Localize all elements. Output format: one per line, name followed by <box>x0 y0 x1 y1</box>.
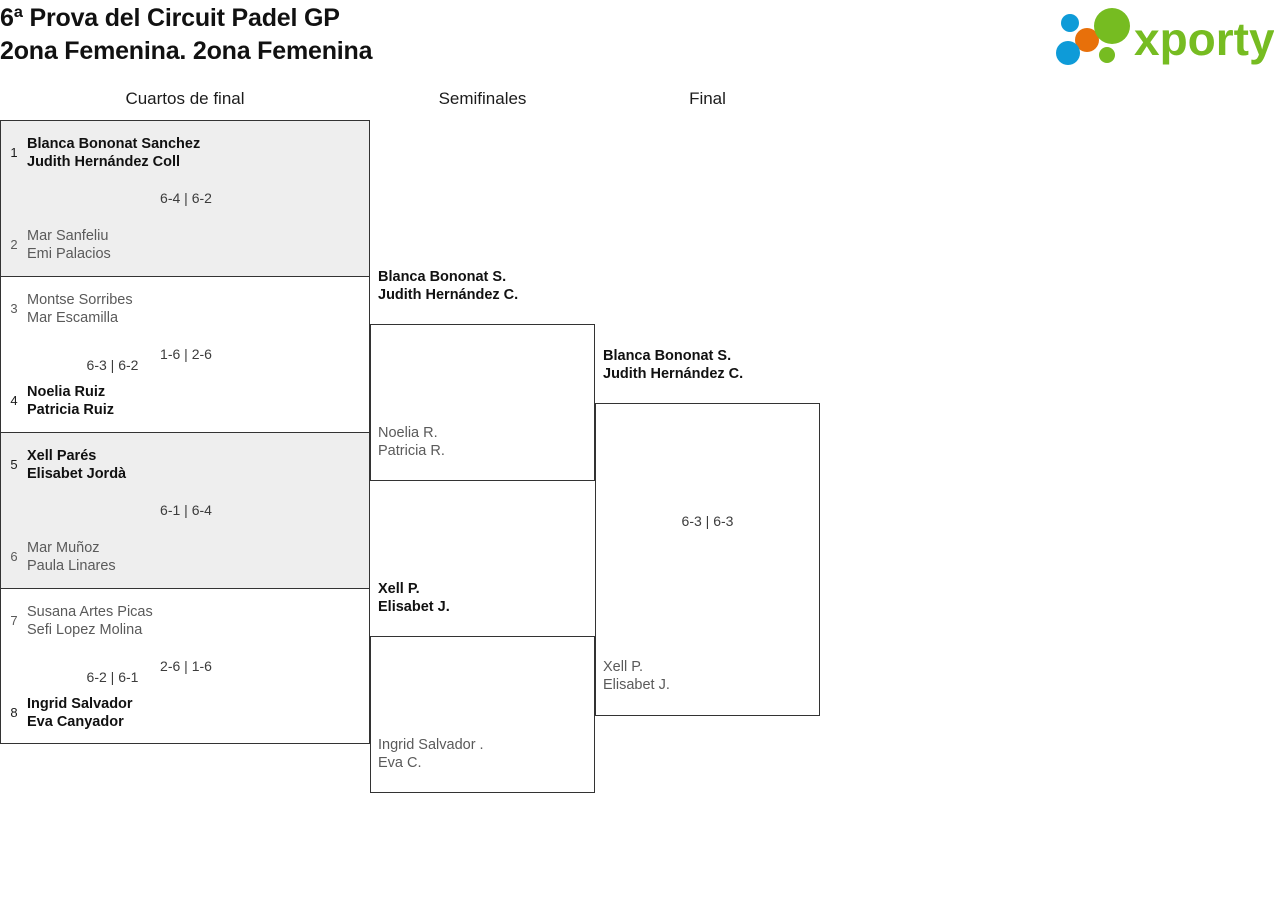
match-slot-seed-4[interactable]: 4 Noelia Ruiz Patricia Ruiz <box>1 375 371 427</box>
match-quarterfinal-2[interactable]: 3 Montse Sorribes Mar Escamilla 1-6 | 2-… <box>0 276 370 432</box>
seed-number: 7 <box>10 613 18 628</box>
player-1: Xell P. <box>603 659 644 675</box>
player-1: Xell P. <box>378 581 420 597</box>
logo-dot-green-large <box>1094 8 1130 44</box>
seed-number: 6 <box>10 549 18 564</box>
team-name: Ingrid Salvador Eva Canyador <box>27 695 133 731</box>
match-quarterfinal-4[interactable]: 7 Susana Artes Picas Sefi Lopez Molina 2… <box>0 588 370 744</box>
tournament-bracket: 1 Blanca Bononat Sanchez Judith Hernánde… <box>0 120 1280 910</box>
player-2: Elisabet J. <box>378 599 450 615</box>
logo-dot-blue-large <box>1056 41 1080 65</box>
tournament-name: 6ª Prova del Circuit Padel GP <box>0 4 340 32</box>
final-loser[interactable]: Xell P. Elisabet J. <box>603 658 823 694</box>
match-score: 1-6 | 2-6 <box>160 346 212 362</box>
match-slot-seed-7[interactable]: 7 Susana Artes Picas Sefi Lopez Molina <box>1 595 371 647</box>
match-score: 6-4 | 6-2 <box>160 190 212 206</box>
player-1: Noelia Ruiz <box>27 384 106 400</box>
player-2: Paula Linares <box>27 558 116 574</box>
seed-number: 1 <box>10 145 18 160</box>
team-name: Blanca Bononat Sanchez Judith Hernández … <box>27 135 200 171</box>
player-1: Ingrid Salvador <box>27 696 133 712</box>
logo-dot-blue-small <box>1061 14 1079 32</box>
semifinal-2-winner[interactable]: Xell P. Elisabet J. <box>378 580 598 616</box>
player-2: Judith Hernández C. <box>603 366 744 382</box>
player-1: Ingrid Salvador . <box>378 737 484 753</box>
match-score: 6-1 | 6-4 <box>160 502 212 518</box>
seed-number: 3 <box>10 301 18 316</box>
player-1: Blanca Bononat S. <box>378 269 507 285</box>
player-2: Judith Hernández C. <box>378 287 519 303</box>
player-1: Blanca Bononat S. <box>603 348 732 364</box>
match-quarterfinal-3[interactable]: 5 Xell Parés Elisabet Jordà 6-1 | 6-4 6 … <box>0 432 370 588</box>
player-2: Patricia Ruiz <box>27 402 115 418</box>
match-slot-seed-5[interactable]: 5 Xell Parés Elisabet Jordà <box>1 439 371 491</box>
player-2: Patricia R. <box>378 443 445 459</box>
seed-number: 4 <box>10 393 18 408</box>
seed-number: 8 <box>10 705 18 720</box>
category-name: 2ona Femenina. 2ona Femenina <box>0 37 373 65</box>
page-title: 6ª Prova del Circuit Padel GP 2ona Femen… <box>0 2 372 68</box>
match-semifinal-2[interactable] <box>370 636 595 793</box>
team-name: Susana Artes Picas Sefi Lopez Molina <box>27 603 153 639</box>
seed-number: 5 <box>10 457 18 472</box>
player-2: Judith Hernández Coll <box>27 154 181 170</box>
player-2: Emi Palacios <box>27 246 111 262</box>
match-slot-seed-6[interactable]: 6 Mar Muñoz Paula Linares <box>1 531 371 583</box>
team-name: Montse Sorribes Mar Escamilla <box>27 291 133 327</box>
round-headings: Cuartos de final Semifinales Final <box>0 88 1280 120</box>
round-heading-final: Final <box>689 89 726 108</box>
semifinal-1-score: 6-3 | 6-2 <box>86 357 139 373</box>
player-1: Mar Sanfeliu <box>27 228 109 244</box>
logo-dot-green-small <box>1099 47 1115 63</box>
final-score: 6-3 | 6-3 <box>681 513 734 529</box>
semifinal-2-score: 6-2 | 6-1 <box>86 669 139 685</box>
player-2: Eva C. <box>378 755 422 771</box>
player-2: Eva Canyador <box>27 714 124 730</box>
match-slot-seed-1[interactable]: 1 Blanca Bononat Sanchez Judith Hernánde… <box>1 127 371 179</box>
team-name: Mar Sanfeliu Emi Palacios <box>27 227 111 263</box>
player-2: Sefi Lopez Molina <box>27 622 143 638</box>
team-name: Xell Parés Elisabet Jordà <box>27 447 126 483</box>
seed-number: 2 <box>10 237 18 252</box>
match-slot-seed-2[interactable]: 2 Mar Sanfeliu Emi Palacios <box>1 219 371 271</box>
player-2: Mar Escamilla <box>27 310 119 326</box>
semifinal-2-loser[interactable]: Ingrid Salvador . Eva C. <box>378 736 598 772</box>
player-1: Susana Artes Picas <box>27 604 153 620</box>
player-1: Xell Parés <box>27 448 97 464</box>
player-1: Mar Muñoz <box>27 540 100 556</box>
team-name: Mar Muñoz Paula Linares <box>27 539 116 575</box>
match-quarterfinal-1[interactable]: 1 Blanca Bononat Sanchez Judith Hernánde… <box>0 120 370 276</box>
final-winner[interactable]: Blanca Bononat S. Judith Hernández C. <box>603 347 823 383</box>
xporty-logo[interactable]: xporty <box>1046 6 1274 68</box>
semifinal-1-winner[interactable]: Blanca Bononat S. Judith Hernández C. <box>378 268 598 304</box>
player-2: Elisabet Jordà <box>27 466 127 482</box>
match-score: 2-6 | 1-6 <box>160 658 212 674</box>
match-final[interactable] <box>595 403 820 716</box>
player-1: Noelia R. <box>378 425 438 441</box>
match-semifinal-1[interactable] <box>370 324 595 481</box>
match-slot-seed-3[interactable]: 3 Montse Sorribes Mar Escamilla <box>1 283 371 335</box>
logo-wordmark: xporty <box>1134 13 1274 65</box>
player-1: Montse Sorribes <box>27 292 133 308</box>
match-slot-seed-8[interactable]: 8 Ingrid Salvador Eva Canyador <box>1 687 371 739</box>
player-1: Blanca Bononat Sanchez <box>27 136 201 152</box>
page-header: 6ª Prova del Circuit Padel GP 2ona Femen… <box>0 0 1280 88</box>
team-name: Noelia Ruiz Patricia Ruiz <box>27 383 114 419</box>
semifinal-1-loser[interactable]: Noelia R. Patricia R. <box>378 424 598 460</box>
round-heading-quarterfinals: Cuartos de final <box>125 89 245 108</box>
round-heading-semifinals: Semifinales <box>438 89 527 108</box>
player-2: Elisabet J. <box>603 677 670 693</box>
logo-dot-orange <box>1075 28 1099 52</box>
